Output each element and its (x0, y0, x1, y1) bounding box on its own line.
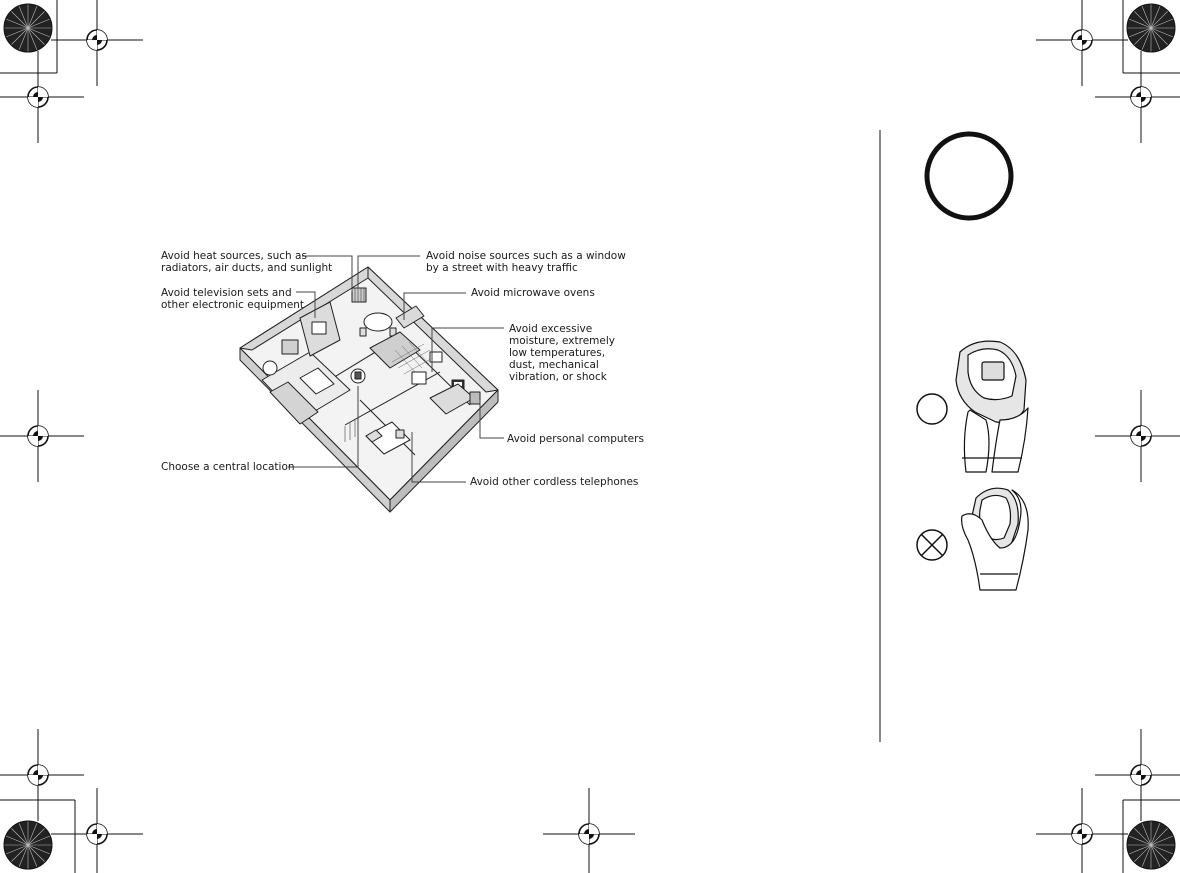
cross-circle-icon (916, 529, 948, 561)
large-circle-icon (924, 131, 1014, 221)
label-personal-computers: Avoid personal computers (507, 433, 644, 445)
handset-incorrect-illustration (961, 487, 1029, 591)
label-central-location: Choose a central location (161, 461, 295, 473)
label-cordless-telephones: Avoid other cordless telephones (470, 476, 639, 488)
cross-mark (920, 533, 944, 557)
handset-correct-illustration (955, 340, 1029, 473)
circle-ok-icon (916, 393, 948, 425)
label-microwave-ovens: Avoid microwave ovens (471, 287, 595, 299)
